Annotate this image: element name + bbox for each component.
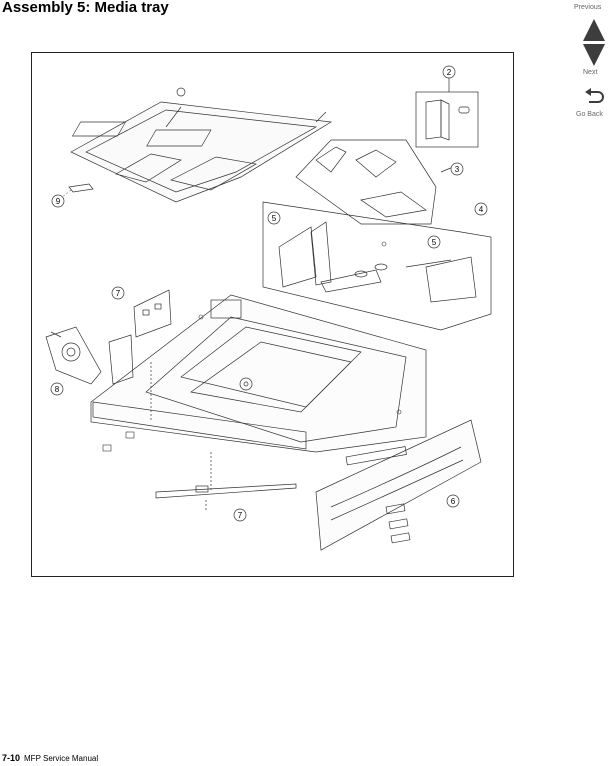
callout-7b: 7: [233, 508, 247, 522]
gear-assembly-item-8: [45, 326, 134, 385]
media-tray-body: [90, 294, 427, 492]
svg-text:4: 4: [479, 205, 484, 214]
inset-item-3: [295, 139, 454, 225]
callout-5a: 5: [267, 211, 281, 225]
inset-item-2: [415, 77, 479, 148]
callout-6: 6: [446, 494, 460, 508]
slider-item-7-bottom: [155, 483, 297, 512]
tray-cover-plate: [70, 87, 333, 203]
bracket-item-7-top: [133, 289, 172, 338]
go-back-button[interactable]: [584, 87, 606, 105]
front-cover-item-6: [315, 419, 482, 551]
return-arrow-icon: [585, 88, 604, 103]
svg-text:5: 5: [432, 238, 437, 247]
page-number: 7-10: [2, 753, 21, 763]
svg-text:5: 5: [272, 214, 277, 223]
callout-2: 2: [442, 65, 456, 79]
inset-item-4: [262, 201, 492, 331]
svg-text:2: 2: [447, 68, 452, 77]
svg-text:7: 7: [238, 511, 243, 520]
callout-5b: 5: [427, 235, 441, 249]
svg-text:9: 9: [56, 197, 61, 206]
exploded-parts-diagram: 1 2 3 4 5 5 6 7 7 8 9: [31, 52, 514, 577]
previous-button[interactable]: [582, 18, 606, 42]
next-button[interactable]: [582, 43, 606, 67]
svg-text:8: 8: [55, 385, 60, 394]
callout-4: 4: [474, 202, 488, 216]
svg-text:3: 3: [455, 165, 460, 174]
next-label: Next: [583, 69, 598, 76]
triangle-up-icon: [583, 19, 605, 41]
page-title: Assembly 5: Media tray: [2, 0, 169, 16]
callout-8: 8: [50, 382, 64, 396]
svg-text:7: 7: [116, 289, 121, 298]
previous-label: Previous: [574, 4, 602, 11]
go-back-label: Go Back: [576, 111, 603, 118]
callout-3: 3: [450, 162, 464, 176]
tab-part-9: [60, 183, 94, 199]
manual-name: MFP Service Manual: [24, 754, 99, 763]
callout-7a: 7: [111, 286, 125, 300]
svg-text:6: 6: [451, 497, 456, 506]
triangle-down-icon: [583, 44, 605, 66]
fasteners: [102, 241, 402, 452]
callout-9: 9: [51, 194, 65, 208]
